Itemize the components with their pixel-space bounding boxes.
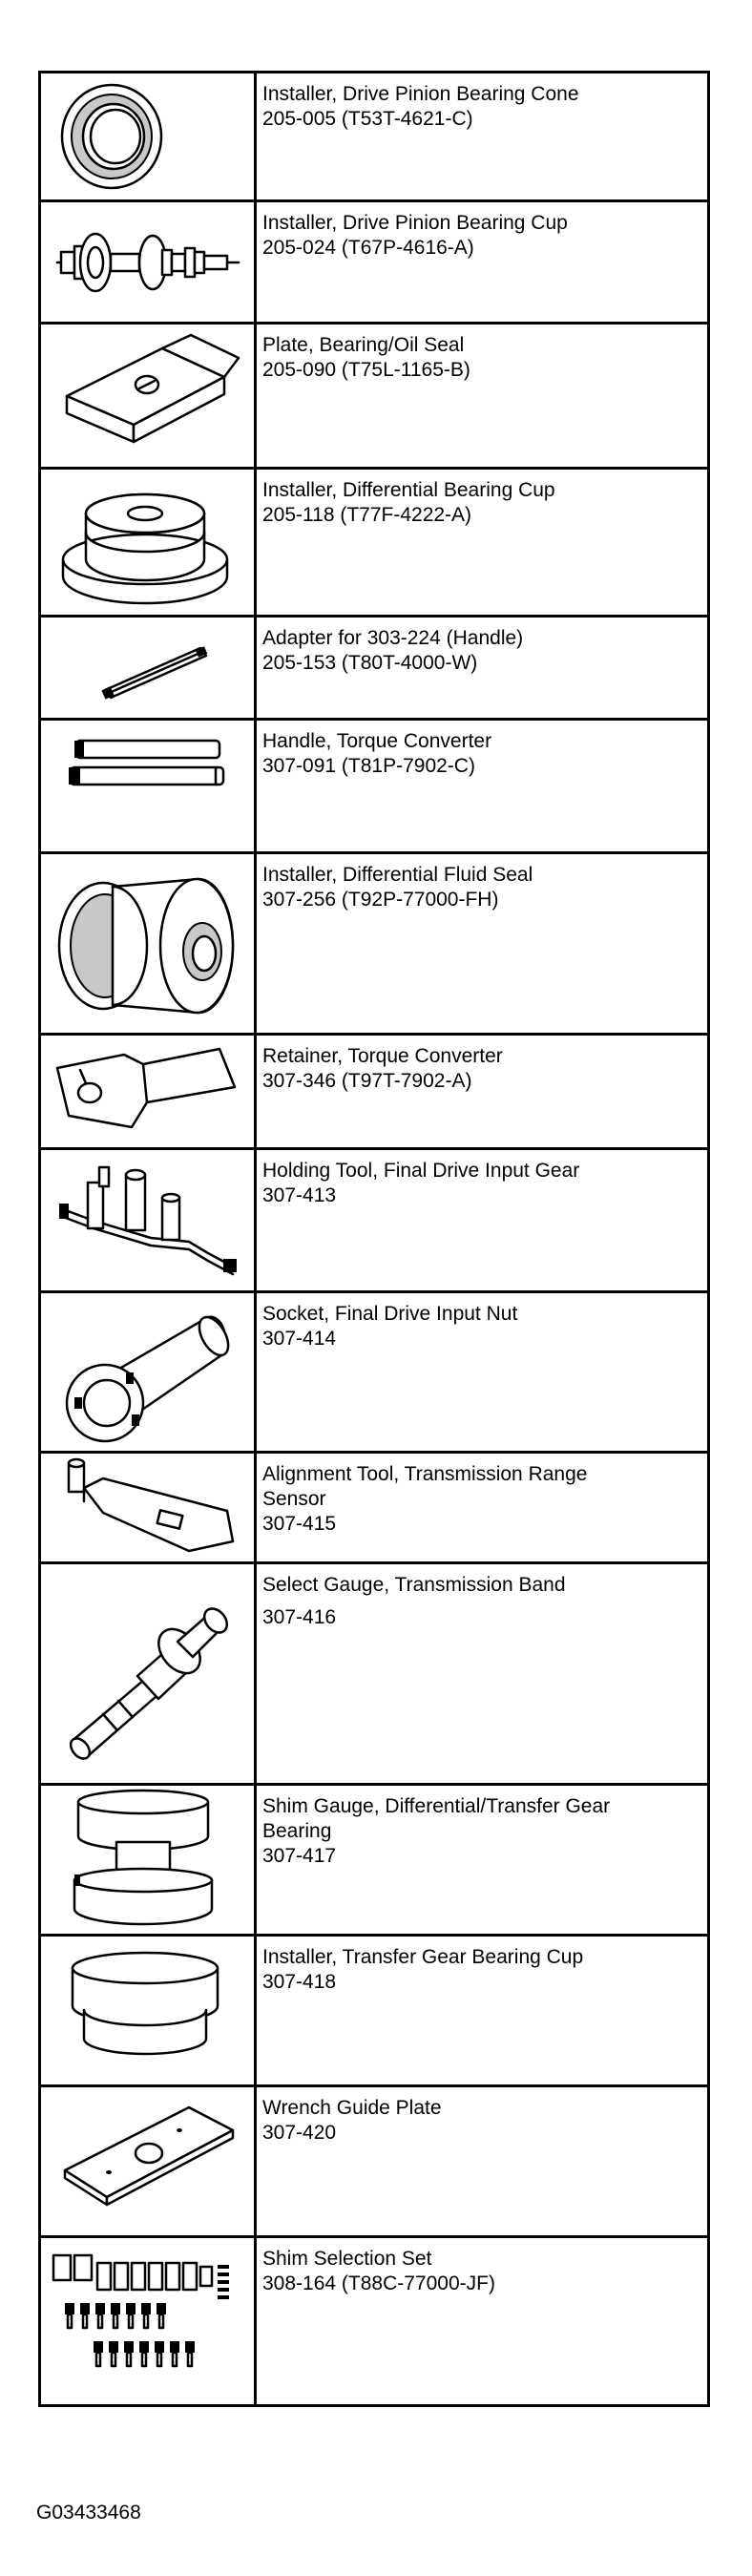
wrench-guide-plate-icon [41,2087,257,2235]
tool-description: Holding Tool, Final Drive Input Gear 307… [257,1150,707,1290]
tool-name: Installer, Drive Pinion Bearing Cup [262,212,568,234]
tool-row: Shim Selection Set 308-164 (T88C-77000-J… [41,2238,707,2404]
tool-number: 308-164 (T88C-77000-JF) [262,2272,495,2294]
tool-description: Wrench Guide Plate 307-420 [257,2087,707,2235]
tool-description: Handle, Torque Converter 307-091 (T81P-7… [257,721,707,851]
tool-description: Shim Selection Set 308-164 (T88C-77000-J… [257,2238,707,2404]
fluid-seal-installer-icon [41,854,257,1033]
tool-row: Holding Tool, Final Drive Input Gear 307… [41,1150,707,1293]
tool-name: Installer, Transfer Gear Bearing Cup [262,1946,584,1968]
tool-number: 205-005 (T53T-4621-C) [262,108,473,130]
tool-row: Handle, Torque Converter 307-091 (T81P-7… [41,721,707,854]
tool-name: Installer, Differential Bearing Cup [262,479,555,501]
tool-number: 307-414 [262,1328,337,1350]
tool-number: 205-118 (T77F-4222-A) [262,504,472,526]
seal-plate-icon [41,325,257,467]
tool-name: Retainer, Torque Converter [262,1045,503,1067]
alignment-tool-icon [41,1454,257,1561]
tool-description: Retainer, Torque Converter 307-346 (T97T… [257,1036,707,1147]
tool-number: 307-420 [262,2122,337,2144]
tool-name: Select Gauge, Transmission Band [262,1574,566,1596]
tool-number: 205-090 (T75L-1165-B) [262,359,470,381]
tool-description: Installer, Differential Bearing Cup 205-… [257,470,707,615]
tool-name: Handle, Torque Converter [262,730,492,752]
tool-name: Shim Selection Set [262,2248,432,2270]
differential-cup-installer-icon [41,470,257,615]
tool-number: 307-417 [262,1845,337,1867]
transfer-cup-installer-icon [41,1937,257,2084]
tool-description: Adapter for 303-224 (Handle) 205-153 (T8… [257,618,707,718]
tool-description: Installer, Transfer Gear Bearing Cup 307… [257,1937,707,2084]
tool-name: Plate, Bearing/Oil Seal [262,334,465,356]
tool-description: Installer, Differential Fluid Seal 307-2… [257,854,707,1033]
shim-set-icon [41,2238,257,2404]
holding-tool-icon [41,1150,257,1290]
tool-number: 205-024 (T67P-4616-A) [262,237,474,259]
tool-row: Plate, Bearing/Oil Seal 205-090 (T75L-11… [41,325,707,470]
handle-adapter-icon [41,618,257,718]
tool-description: Socket, Final Drive Input Nut 307-414 [257,1293,707,1451]
tool-row: Installer, Differential Bearing Cup 205-… [41,470,707,618]
figure-id: G03433468 [36,2502,141,2524]
tool-row: Shim Gauge, Differential/Transfer Gear B… [41,1786,707,1937]
socket-icon [41,1293,257,1451]
tool-row: Select Gauge, Transmission Band 307-416 [41,1564,707,1786]
tool-description: Installer, Drive Pinion Bearing Cone 205… [257,73,707,199]
bearing-cone-installer-icon [41,73,257,199]
tool-number: 307-416 [262,1606,337,1628]
tool-number: 307-346 (T97T-7902-A) [262,1070,472,1092]
bearing-cup-installer-icon [41,202,257,322]
tool-number: 307-413 [262,1184,337,1206]
tool-name: Installer, Drive Pinion Bearing Cone [262,83,579,105]
tool-row: Adapter for 303-224 (Handle) 205-153 (T8… [41,618,707,721]
tool-row: Installer, Transfer Gear Bearing Cup 307… [41,1937,707,2087]
tool-description: Shim Gauge, Differential/Transfer Gear B… [257,1786,707,1934]
special-tools-table: Installer, Drive Pinion Bearing Cone 205… [38,71,710,2407]
tool-name: Adapter for 303-224 (Handle) [262,627,524,649]
torque-converter-handle-icon [41,721,257,851]
tool-name: Wrench Guide Plate [262,2097,442,2119]
tool-number: 307-256 (T92P-77000-FH) [262,889,499,911]
tool-description: Alignment Tool, Transmission Range Senso… [257,1454,707,1561]
tool-description: Plate, Bearing/Oil Seal 205-090 (T75L-11… [257,325,707,467]
tool-row: Installer, Drive Pinion Bearing Cup 205-… [41,202,707,325]
converter-retainer-icon [41,1036,257,1147]
tool-name: Installer, Differential Fluid Seal [262,864,533,886]
tool-row: Alignment Tool, Transmission Range Senso… [41,1454,707,1564]
tool-name: Shim Gauge, Differential/Transfer Gear B… [262,1795,611,1842]
tool-row: Retainer, Torque Converter 307-346 (T97T… [41,1036,707,1150]
tool-number: 307-415 [262,1513,337,1535]
shim-gauge-icon [41,1786,257,1934]
tool-row: Installer, Drive Pinion Bearing Cone 205… [41,73,707,202]
band-gauge-icon [41,1564,257,1783]
tool-row: Wrench Guide Plate 307-420 [41,2087,707,2238]
tool-description: Select Gauge, Transmission Band 307-416 [257,1564,707,1783]
tool-number: 205-153 (T80T-4000-W) [262,652,478,674]
tool-row: Socket, Final Drive Input Nut 307-414 [41,1293,707,1454]
tool-row: Installer, Differential Fluid Seal 307-2… [41,854,707,1036]
tool-number: 307-091 (T81P-7902-C) [262,755,475,777]
tool-name: Alignment Tool, Transmission Range Senso… [262,1463,588,1510]
tool-name: Socket, Final Drive Input Nut [262,1303,518,1325]
tool-name: Holding Tool, Final Drive Input Gear [262,1160,580,1182]
tool-description: Installer, Drive Pinion Bearing Cup 205-… [257,202,707,322]
tool-number: 307-418 [262,1971,337,1993]
